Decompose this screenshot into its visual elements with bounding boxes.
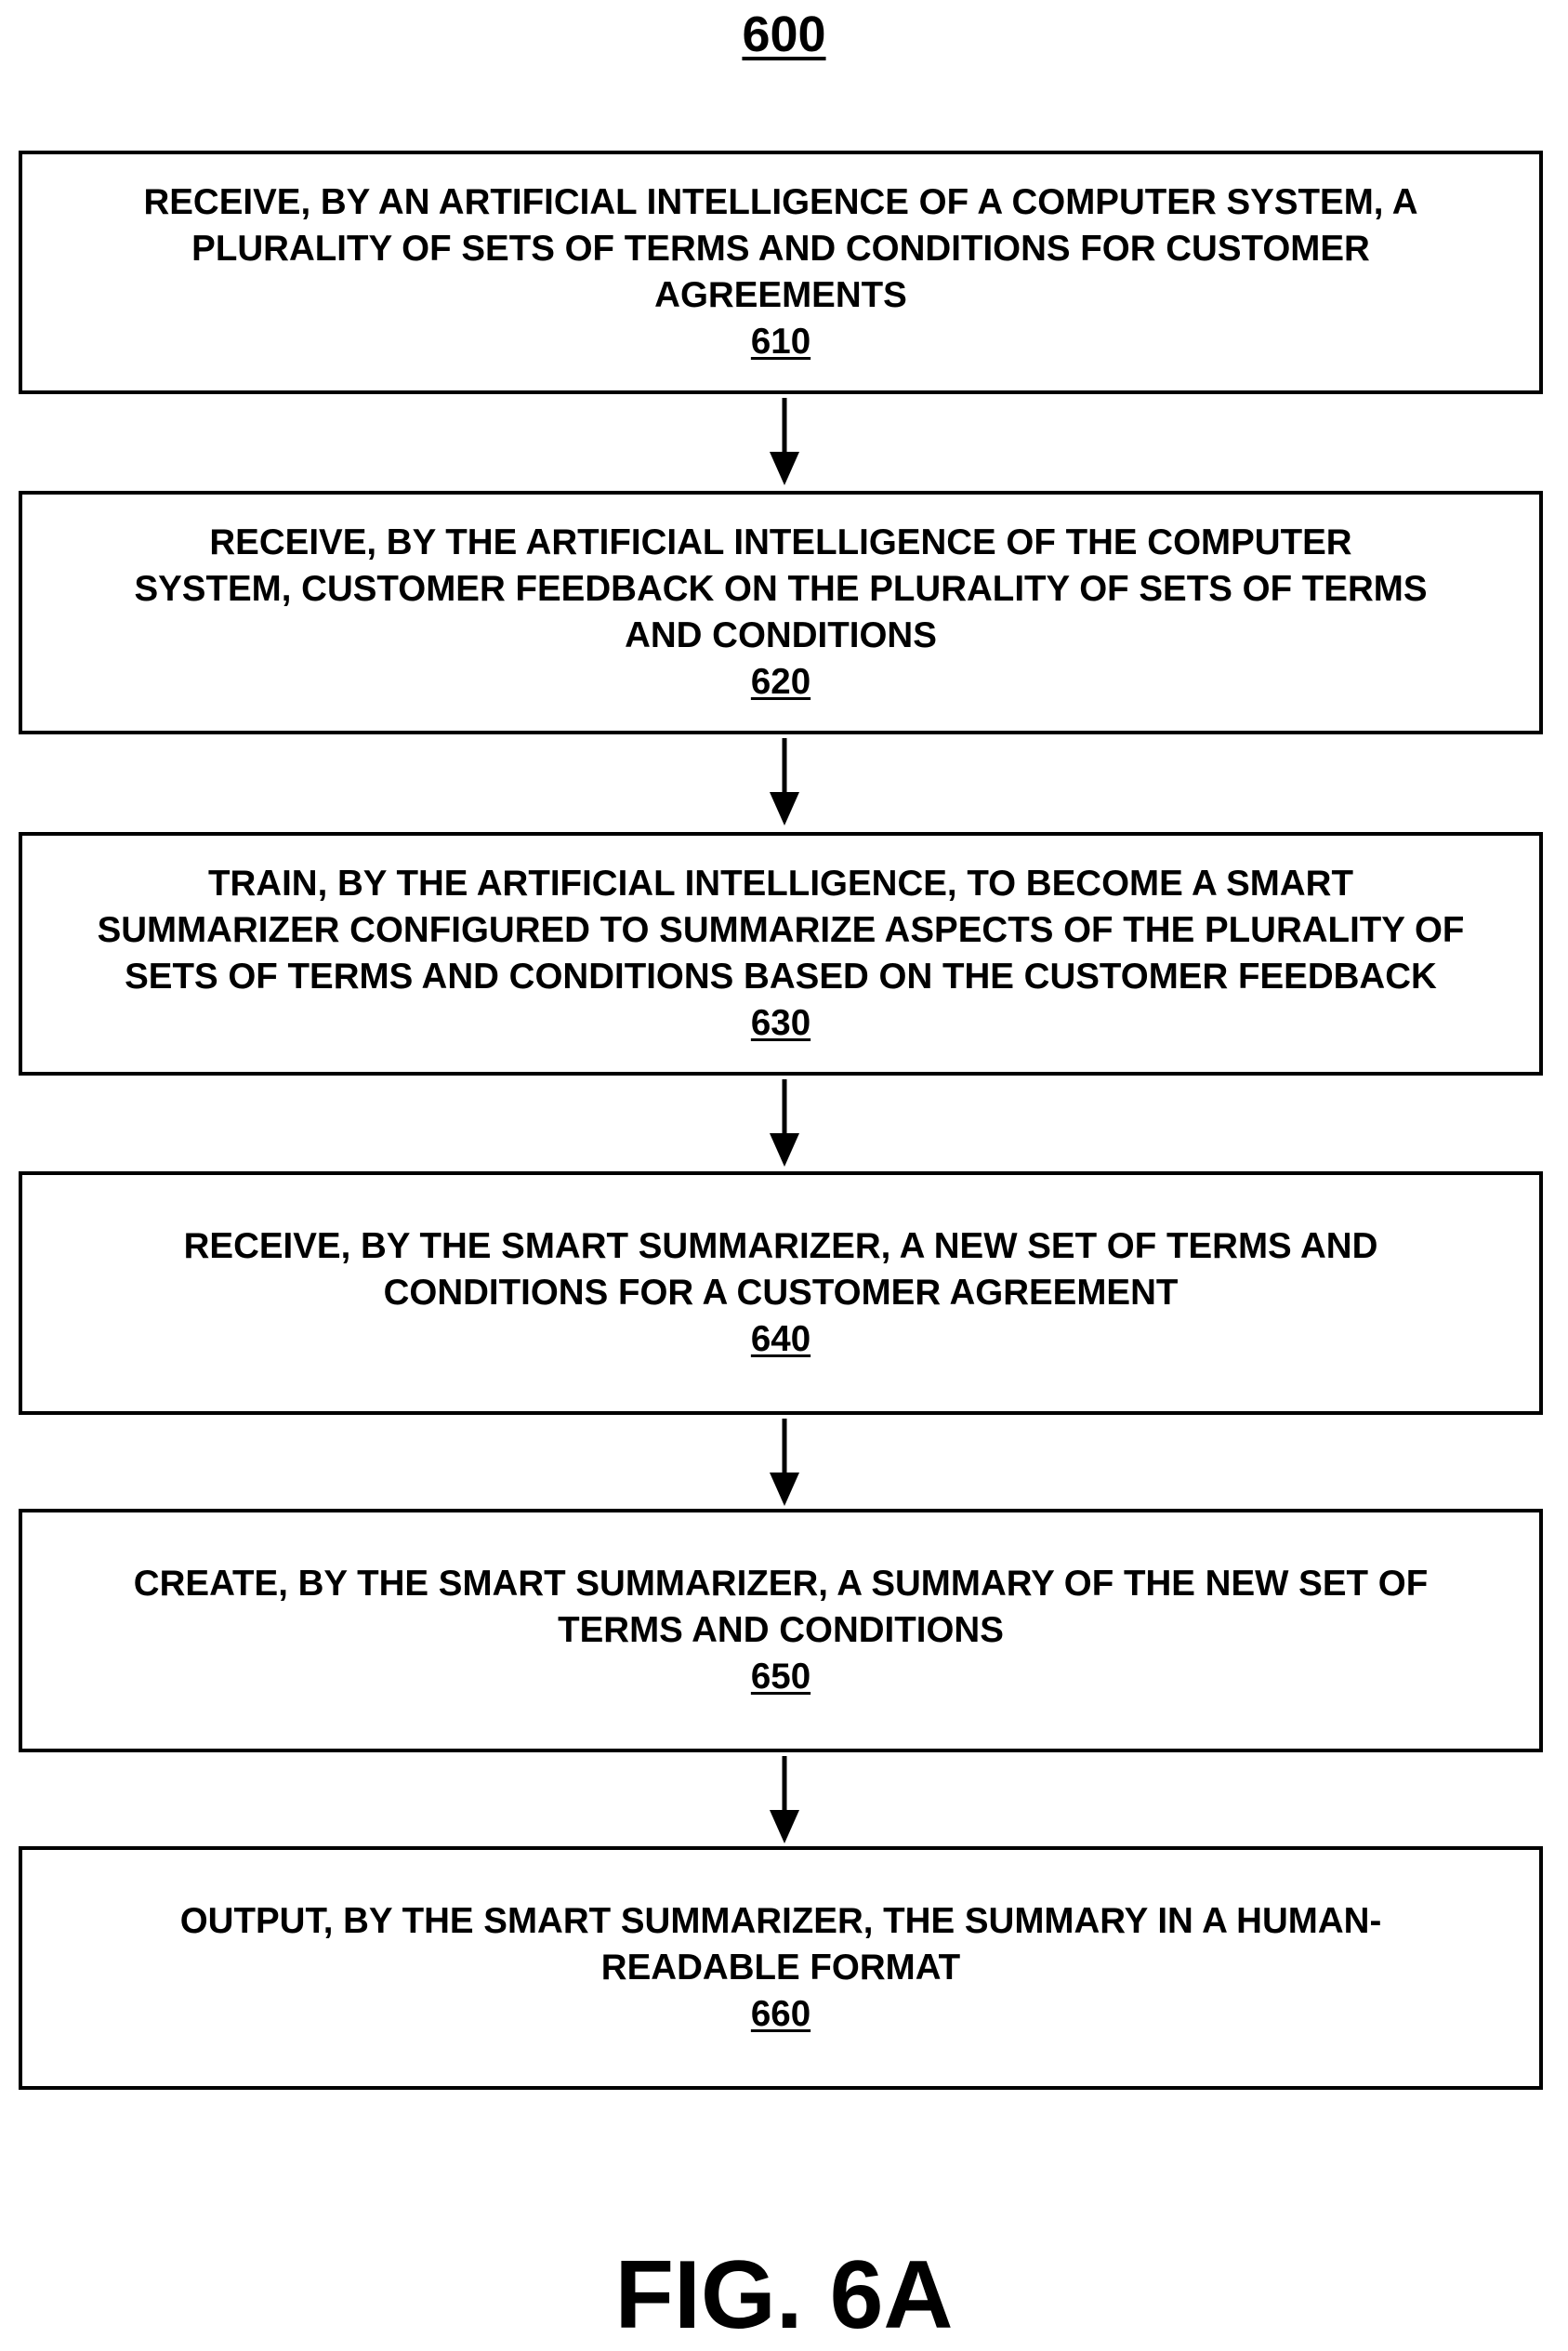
flow-arrow-icon — [768, 398, 801, 485]
step-ref-number: 620 — [751, 659, 810, 706]
flow-arrow-icon — [768, 738, 801, 825]
step-ref-number: 610 — [751, 319, 810, 365]
step-text: RECEIVE, BY THE ARTIFICIAL INTELLIGENCE … — [134, 520, 1427, 659]
step-box-630: TRAIN, BY THE ARTIFICIAL INTELLIGENCE, T… — [19, 832, 1543, 1076]
flow-arrow-icon — [768, 1756, 801, 1843]
step-text: OUTPUT, BY THE SMART SUMMARIZER, THE SUM… — [180, 1898, 1382, 1991]
figure-label: FIG. 6A — [0, 2240, 1568, 2351]
step-box-620: RECEIVE, BY THE ARTIFICIAL INTELLIGENCE … — [19, 491, 1543, 734]
step-text: TRAIN, BY THE ARTIFICIAL INTELLIGENCE, T… — [98, 861, 1465, 1000]
step-text: RECEIVE, BY AN ARTIFICIAL INTELLIGENCE O… — [143, 179, 1417, 319]
step-text: RECEIVE, BY THE SMART SUMMARIZER, A NEW … — [184, 1223, 1378, 1316]
step-box-650: CREATE, BY THE SMART SUMMARIZER, A SUMMA… — [19, 1509, 1543, 1752]
step-ref-number: 660 — [751, 1991, 810, 2038]
flow-arrow-icon — [768, 1079, 801, 1167]
step-box-640: RECEIVE, BY THE SMART SUMMARIZER, A NEW … — [19, 1171, 1543, 1415]
step-box-660: OUTPUT, BY THE SMART SUMMARIZER, THE SUM… — [19, 1846, 1543, 2090]
step-ref-number: 650 — [751, 1654, 810, 1700]
step-box-610: RECEIVE, BY AN ARTIFICIAL INTELLIGENCE O… — [19, 151, 1543, 394]
flow-arrow-icon — [768, 1419, 801, 1506]
step-ref-number: 640 — [751, 1316, 810, 1363]
step-ref-number: 630 — [751, 1000, 810, 1047]
step-text: CREATE, BY THE SMART SUMMARIZER, A SUMMA… — [134, 1561, 1428, 1654]
diagram-number: 600 — [0, 6, 1568, 63]
